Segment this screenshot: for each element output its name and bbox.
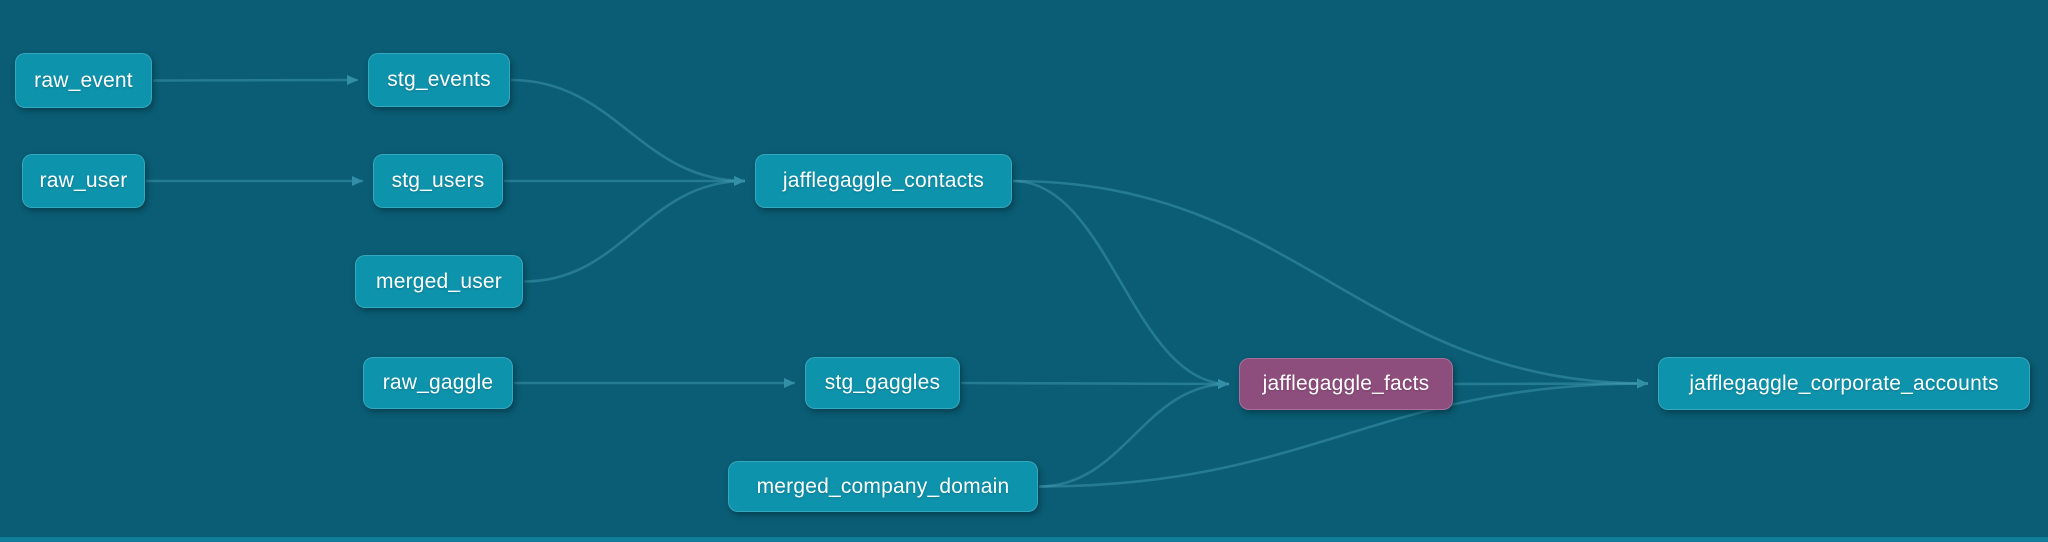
node-label: raw_event <box>34 68 133 92</box>
node-label: raw_gaggle <box>382 371 494 394</box>
node-label: stg_gaggles <box>824 371 941 394</box>
graph-node-merged_user[interactable]: merged_user <box>355 255 523 308</box>
graph-node-raw_user[interactable]: raw_user <box>22 154 145 208</box>
edge-raw_event-stg_events <box>152 75 359 86</box>
edge-merged_user-jafflegaggle_contacts <box>523 176 746 283</box>
node-label: merged_company_domain <box>756 474 1010 498</box>
node-label: stg_events <box>387 68 491 91</box>
graph-node-stg_events[interactable]: stg_events <box>368 53 510 107</box>
edge-stg_gaggles-jafflegaggle_facts <box>960 378 1230 389</box>
node-label: jafflegaggle_corporate_accounts <box>1689 371 1999 395</box>
graph-node-stg_gaggles[interactable]: stg_gaggles <box>805 357 960 409</box>
node-label: stg_users <box>391 169 485 192</box>
graph-node-raw_event[interactable]: raw_event <box>15 53 152 108</box>
graph-node-raw_gaggle[interactable]: raw_gaggle <box>363 357 513 409</box>
edge-jafflegaggle_contacts-jafflegaggle_corporate_accounts <box>1012 179 1649 389</box>
edge-jafflegaggle_facts-jafflegaggle_corporate_accounts <box>1453 378 1649 389</box>
edge-merged_company_domain-jafflegaggle_facts <box>1038 379 1230 488</box>
edge-jafflegaggle_contacts-jafflegaggle_facts <box>1012 179 1230 389</box>
graph-node-jafflegaggle_contacts[interactable]: jafflegaggle_contacts <box>755 154 1012 208</box>
node-label: raw_user <box>39 169 128 192</box>
graph-node-jafflegaggle_corporate_accounts[interactable]: jafflegaggle_corporate_accounts <box>1658 357 2030 410</box>
edge-stg_events-jafflegaggle_contacts <box>510 78 746 186</box>
graph-node-stg_users[interactable]: stg_users <box>373 154 503 208</box>
node-label: jafflegaggle_contacts <box>782 169 985 192</box>
node-label: jafflegaggle_facts <box>1262 372 1430 395</box>
edge-merged_company_domain-jafflegaggle_corporate_accounts <box>1038 378 1649 488</box>
graph-node-jafflegaggle_facts[interactable]: jafflegaggle_facts <box>1239 358 1453 410</box>
graph-node-merged_company_domain[interactable]: merged_company_domain <box>728 461 1038 512</box>
bottom-edge-bar <box>0 537 2048 542</box>
node-label: merged_user <box>376 269 502 293</box>
